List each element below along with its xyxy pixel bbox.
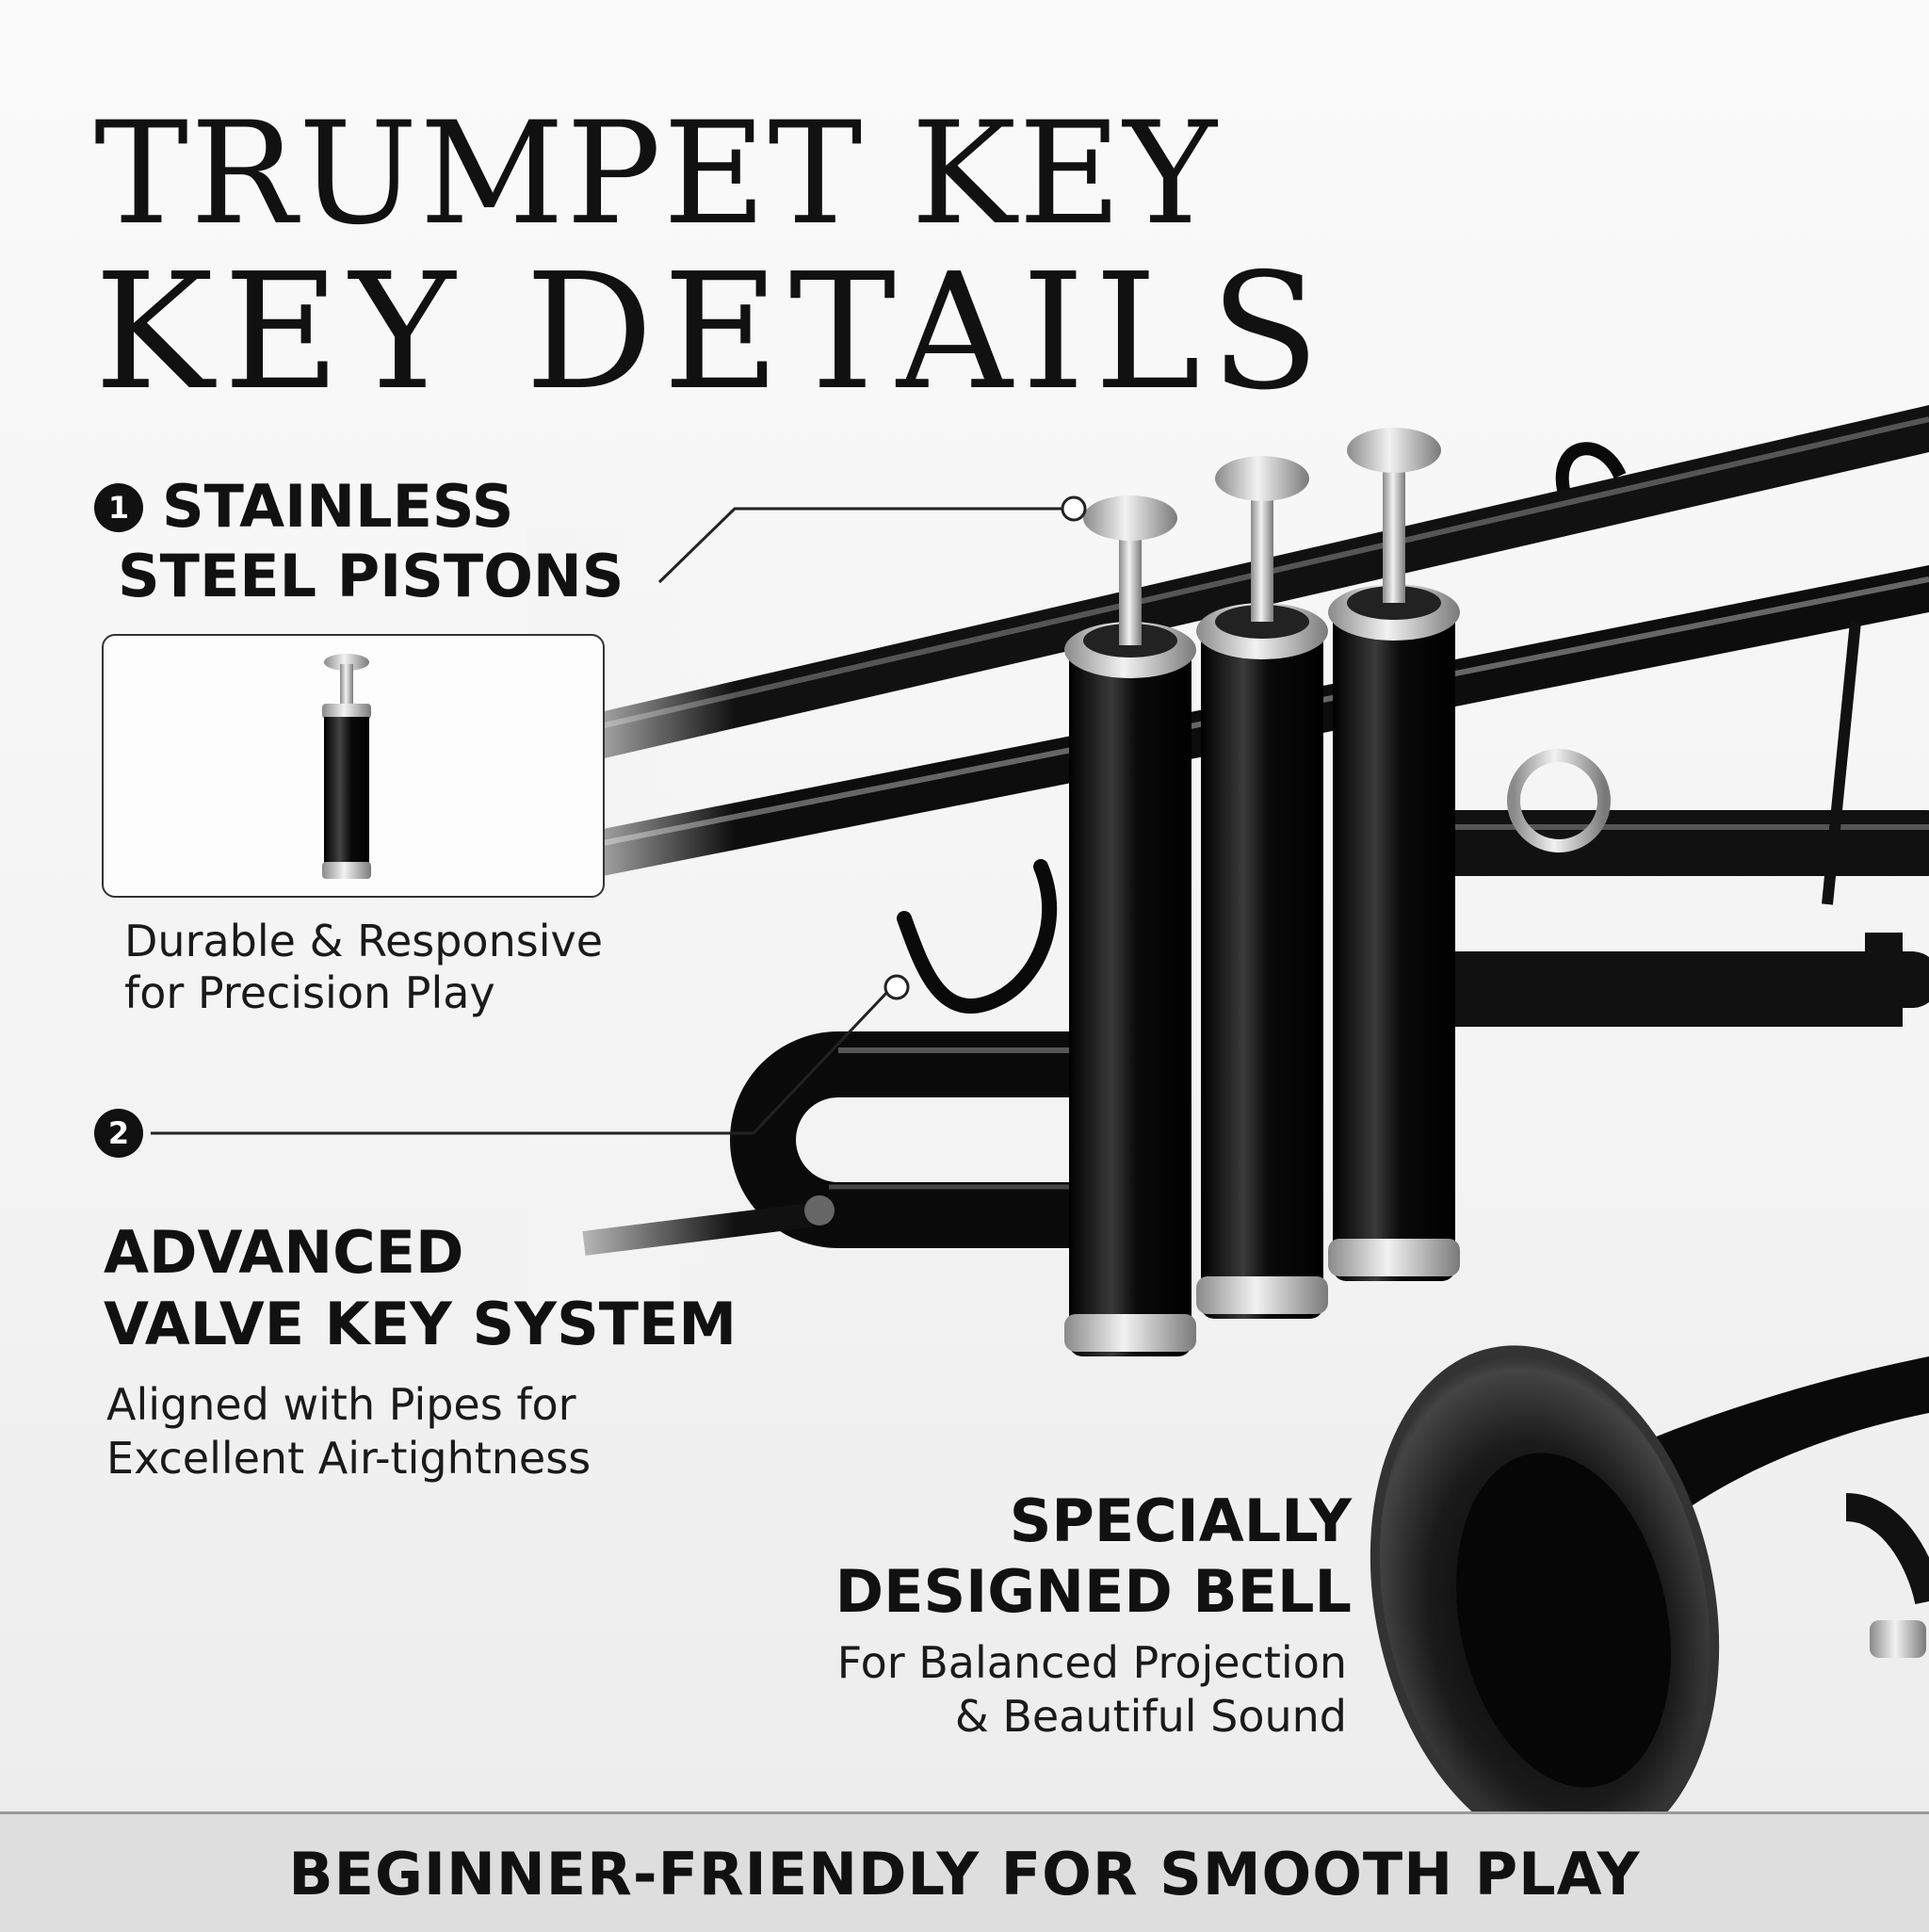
feature-2-heading-line-2: VALVE KEY SYSTEM <box>104 1290 738 1358</box>
footer-band: BEGINNER-FRIENDLY FOR SMOOTH PLAY <box>0 1811 1929 1932</box>
feature-3-heading-line-2: DESIGNED BELL <box>835 1557 1352 1626</box>
piston-buttons <box>1083 428 1441 645</box>
finger-ring <box>1507 749 1611 852</box>
feature-1-description-line-1: Durable & Responsive <box>124 916 603 966</box>
valve-casings <box>1064 584 1460 1356</box>
feature-2-description-line-1: Aligned with Pipes for <box>106 1379 576 1430</box>
callout-dot-2 <box>883 974 910 1000</box>
page-title-line-2: KEY DETAILS <box>94 239 1330 426</box>
feature-3-heading-line-1: SPECIALLY <box>1009 1486 1352 1555</box>
callout-dot-1 <box>1061 495 1087 522</box>
page-title-line-1: TRUMPET KEY <box>94 92 1219 256</box>
thumb-hook <box>897 859 1058 1014</box>
piston-image <box>322 654 371 879</box>
trumpet-bell <box>1370 1345 1929 1858</box>
feature-2-heading-line-1: ADVANCED <box>104 1218 464 1287</box>
piston-detail-inset <box>102 634 605 898</box>
feature-3-description-line-1: For Balanced Projection <box>836 1637 1347 1688</box>
feature-2-badge: 2 <box>94 1109 143 1158</box>
callout-lines <box>151 507 1062 1135</box>
feature-1-heading-line-2: STEEL PISTONS <box>118 542 624 610</box>
feature-3-description-line-2: & Beautiful Sound <box>954 1691 1347 1742</box>
feature-2-description-line-2: Excellent Air-tightness <box>106 1433 592 1484</box>
feature-1-badge: 1 <box>94 483 143 532</box>
feature-1-description-line-2: for Precision Play <box>124 967 495 1018</box>
lower-slide <box>1356 810 1929 1027</box>
footer-tagline: BEGINNER-FRIENDLY FOR SMOOTH PLAY <box>288 1840 1641 1908</box>
feature-1-heading-line-1: STAINLESS <box>162 472 514 541</box>
